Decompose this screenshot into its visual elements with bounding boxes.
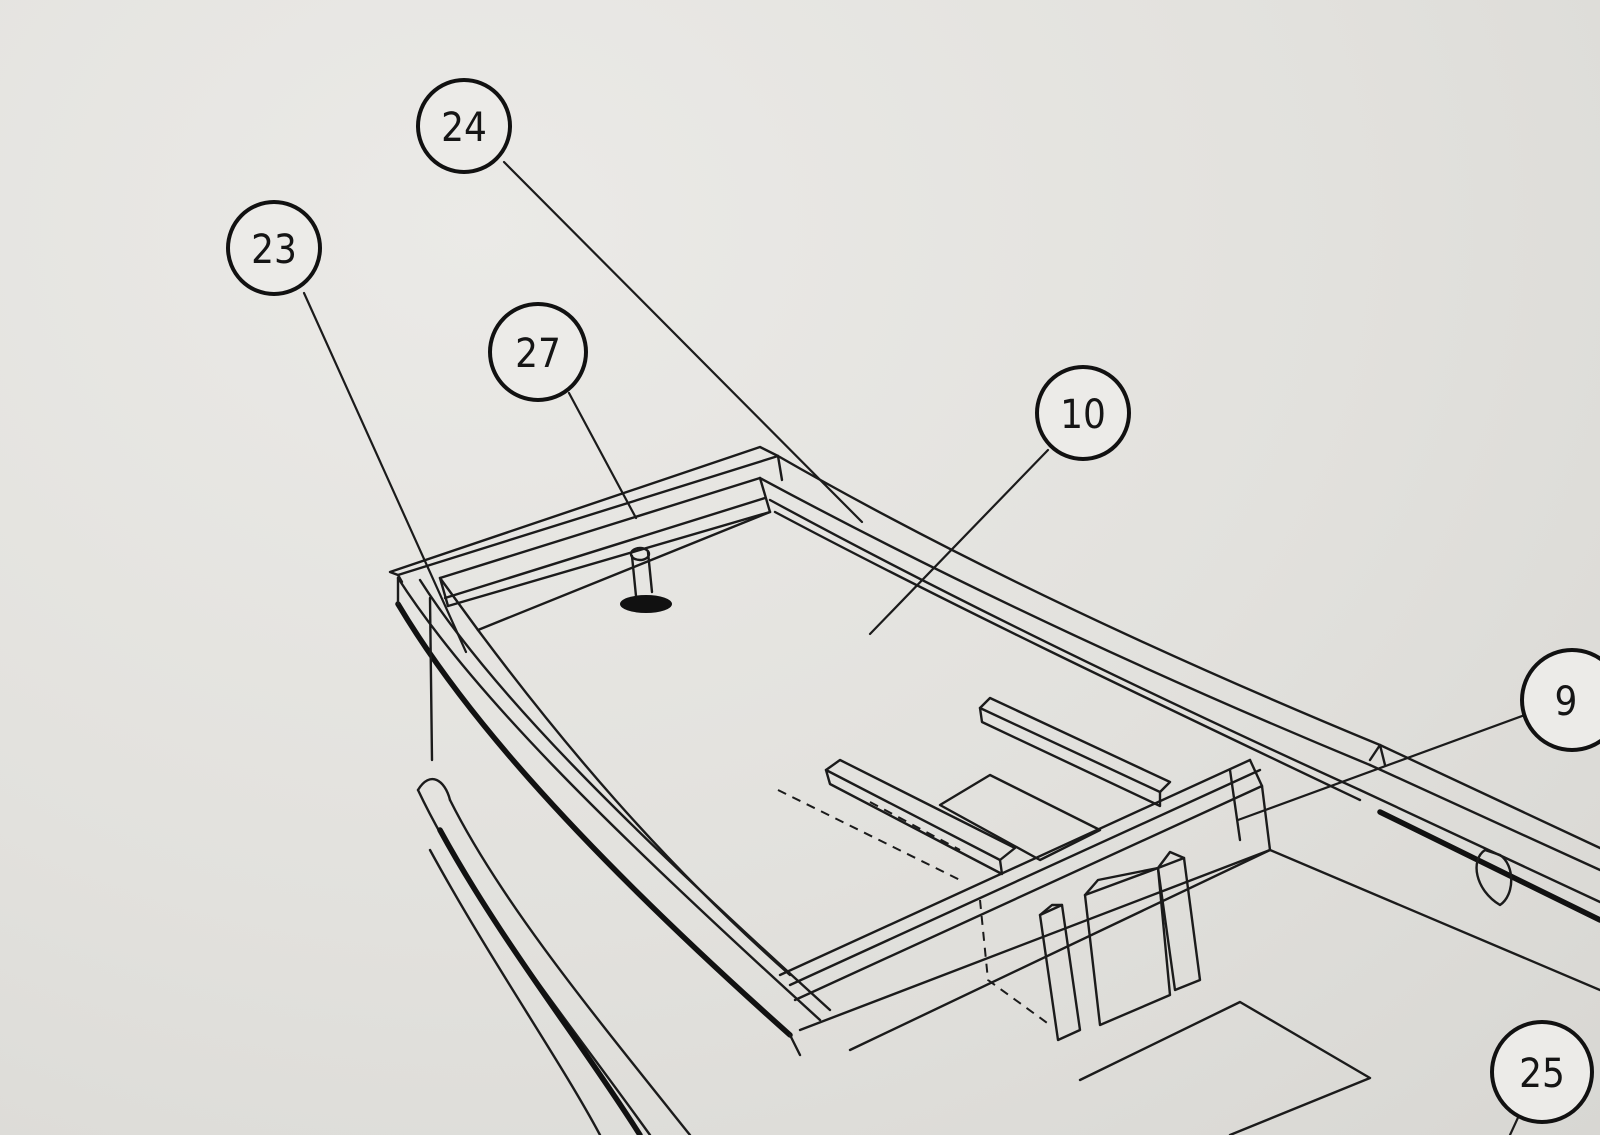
callout-10-label: 10	[1060, 392, 1106, 438]
bulkhead-9	[778, 758, 1272, 1032]
left-gunwale	[395, 576, 832, 1057]
callout-9: 9	[1520, 648, 1600, 752]
leader-9	[1236, 710, 1535, 822]
leader-10	[868, 448, 1050, 636]
floor-stringers	[777, 696, 1172, 881]
right-gunwale	[758, 454, 1600, 923]
outer-hull-strake	[416, 777, 692, 1135]
callout-23-label: 23	[251, 227, 297, 273]
leader-27	[567, 391, 638, 520]
callout-25: 25	[1490, 1020, 1594, 1124]
callout-25-label: 25	[1519, 1051, 1565, 1097]
callout-23: 23	[226, 200, 322, 296]
side-cleat	[1475, 848, 1513, 907]
deck-hatch	[1078, 1000, 1372, 1135]
hull-drawing	[388, 445, 1600, 1135]
inner-left-wall	[476, 628, 792, 977]
transom-board	[388, 445, 784, 608]
vertical-frames	[1038, 850, 1202, 1042]
cockpit-rear-edge	[476, 510, 772, 632]
callout-27-label: 27	[515, 331, 561, 377]
leader-24	[502, 160, 864, 524]
callout-24: 24	[416, 78, 512, 174]
callout-9-label: 9	[1555, 679, 1578, 725]
callout-24-label: 24	[441, 105, 487, 151]
leader-lines	[302, 160, 1535, 1135]
callout-10: 10	[1035, 365, 1131, 461]
callout-27: 27	[488, 302, 588, 402]
foredeck-edge	[848, 848, 1272, 1052]
drain-plug	[620, 546, 672, 613]
leader-23	[302, 291, 468, 654]
